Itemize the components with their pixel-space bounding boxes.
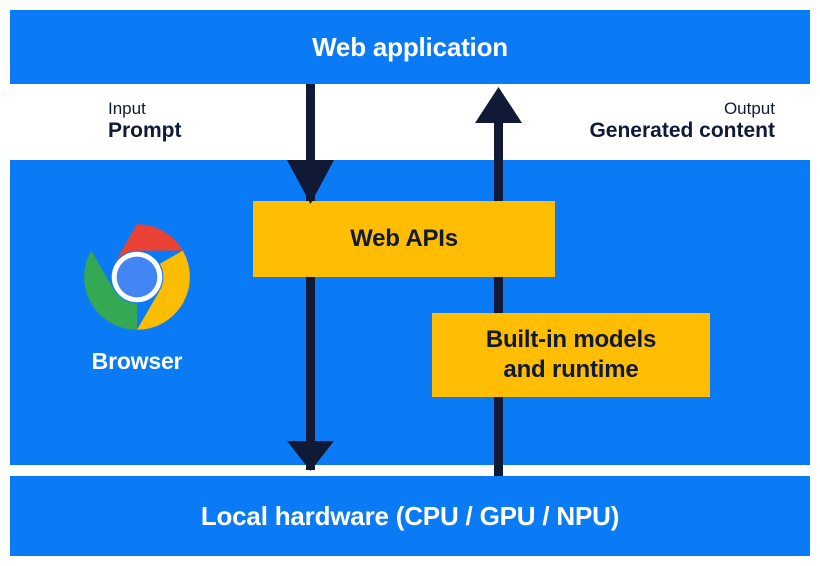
box-builtin-models-line1: Built-in models [485, 326, 657, 353]
band-web-application: Web application [10, 10, 810, 84]
output-value-label: Generated content [589, 119, 775, 143]
output-arrowhead-into-web-application [475, 87, 522, 123]
input-kind-label: Input [108, 99, 146, 118]
output-label-group: Output Generated content [589, 99, 775, 144]
band-local-hardware: Local hardware (CPU / GPU / NPU) [10, 476, 810, 556]
chrome-logo-icon [84, 224, 190, 330]
box-builtin-models: Built-in models and runtime [432, 313, 710, 397]
output-kind-label: Output [723, 99, 775, 118]
box-web-apis: Web APIs [253, 201, 555, 277]
input-value-label: Prompt [108, 119, 182, 143]
band-local-hardware-label: Local hardware (CPU / GPU / NPU) [200, 500, 620, 531]
box-builtin-models-label: Built-in models and runtime [485, 325, 657, 385]
box-web-apis-label: Web APIs [350, 225, 458, 252]
band-web-application-label: Web application [312, 31, 508, 62]
input-label-group: Input Prompt [108, 99, 182, 144]
box-builtin-models-line2: and runtime [503, 356, 639, 383]
browser-block: Browser [66, 222, 208, 375]
band-browser-label: Browser [91, 348, 183, 374]
